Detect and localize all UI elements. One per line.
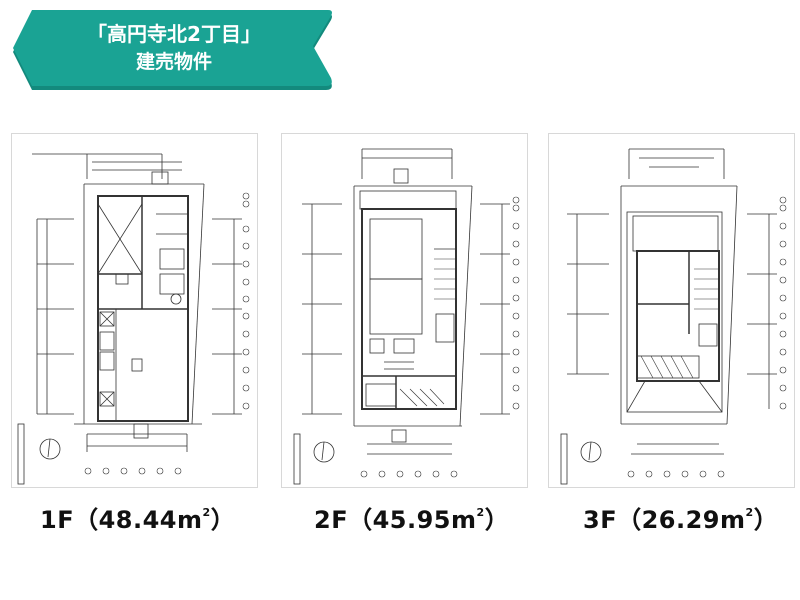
paren-close: ） [210, 506, 236, 534]
paren-open: （ [348, 506, 373, 534]
area-unit: m [177, 506, 203, 534]
floor-label-3f: 3F（26.29m2） [583, 500, 778, 536]
floor-plan-2f-image [281, 133, 528, 488]
paren-close: ） [753, 506, 779, 534]
floor-label-2f: 2F（45.95m2） [314, 500, 509, 536]
floor-area: 48.44 [98, 506, 178, 534]
area-unit-sup: 2 [202, 506, 211, 519]
paren-open: （ [74, 506, 99, 534]
floor-label-1f: 1F（48.44m2） [40, 500, 235, 536]
area-unit-sup: 2 [745, 506, 754, 519]
floor-name: 1F [40, 506, 75, 534]
floor-plan-3f-image [548, 133, 795, 488]
floor-name: 2F [314, 506, 349, 534]
paren-open: （ [617, 506, 642, 534]
area-unit: m [451, 506, 477, 534]
area-unit: m [720, 506, 746, 534]
floor-name: 3F [583, 506, 618, 534]
floor-area: 26.29 [641, 506, 721, 534]
floor-plan-1f-image [11, 133, 258, 488]
area-unit-sup: 2 [476, 506, 485, 519]
title-banner: 「高円寺北2丁目」 建売物件 [10, 6, 336, 94]
banner-title: 「高円寺北2丁目」 [87, 22, 261, 46]
paren-close: ） [484, 506, 510, 534]
banner-chevron-shape [13, 10, 332, 90]
floor-area: 45.95 [372, 506, 452, 534]
banner-subtitle: 建売物件 [135, 51, 212, 73]
